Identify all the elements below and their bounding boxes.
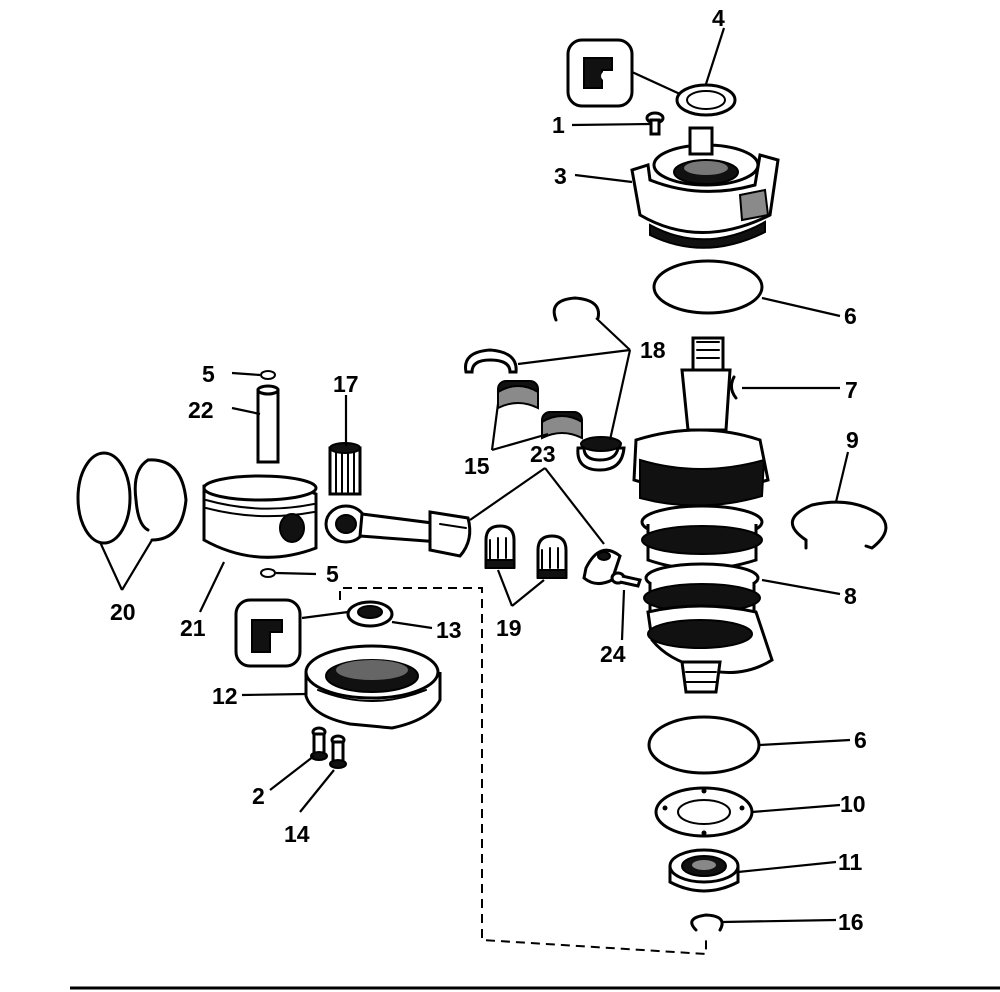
part-5-retainer-upper: [260, 370, 276, 380]
part-3-upper-bearing-housing: [630, 126, 780, 249]
callout-18: 18: [640, 337, 666, 363]
part-15-roller-cage-left: [497, 380, 539, 410]
part-20-piston-ring-left: [76, 451, 132, 545]
callout-10: 10: [840, 791, 866, 817]
callout-7: 7: [845, 377, 858, 403]
callout-19: 19: [496, 615, 522, 641]
part-19-roller-cage-left: [484, 524, 516, 569]
part-9-retaining-ring: [791, 500, 888, 550]
callout-6-upper: 6: [844, 303, 857, 329]
callout-22: 22: [188, 397, 214, 423]
assembly-dashed-line: [339, 587, 707, 956]
part-12-lower-bearing-housing: [304, 644, 442, 730]
part-18-retaining-ring: [552, 296, 601, 322]
callout-24: 24: [600, 641, 626, 667]
callout-14: 14: [284, 821, 310, 847]
part-18-bearing-half-left: [464, 348, 518, 374]
callout-21: 21: [180, 615, 206, 641]
part-17-needle-bearing: [328, 442, 362, 496]
callout-8: 8: [844, 583, 857, 609]
callout-20: 20: [110, 599, 136, 625]
callout-9: 9: [846, 427, 859, 453]
part-6-o-ring-lower: [647, 715, 761, 775]
callout-15: 15: [464, 453, 490, 479]
part-10-gasket: [654, 786, 754, 838]
part-7-key: [729, 375, 738, 400]
part-19-roller-cage-right: [536, 534, 568, 579]
part-8-crankshaft: [632, 336, 774, 694]
part-14-screw: [329, 734, 347, 769]
leader-lines: [99, 27, 851, 924]
callout-5-lower: 5: [326, 561, 339, 587]
callout-17: 17: [333, 371, 359, 397]
part-11-ball-bearing: [668, 848, 740, 893]
part-21-piston: [202, 474, 318, 559]
callout-2: 2: [252, 783, 265, 809]
part-13-seal: [346, 600, 394, 628]
part-1-screw: [645, 111, 665, 136]
part-4-seal: [675, 83, 737, 117]
callout-1: 1: [552, 112, 565, 138]
callout-13: 13: [436, 617, 462, 643]
part-18-bearing-half-right: [576, 436, 626, 472]
sealant-symbol-icon: [234, 598, 302, 668]
part-16-snap-ring: [690, 913, 724, 932]
part-5-retainer-lower: [260, 568, 276, 578]
callout-6-lower: 6: [854, 727, 867, 753]
part-2-screw: [310, 726, 328, 761]
callout-3: 3: [554, 163, 567, 189]
sealant-symbol-icon: [566, 38, 634, 108]
part-15-roller-cage-right: [541, 411, 583, 440]
callout-12: 12: [212, 683, 238, 709]
part-24-screw: [610, 571, 642, 588]
callout-4: 4: [712, 5, 725, 31]
callout-11: 11: [838, 849, 863, 875]
part-22-piston-pin: [256, 384, 280, 464]
callout-16: 16: [838, 909, 864, 935]
connecting-rod: [324, 504, 472, 558]
callout-23: 23: [530, 441, 556, 467]
part-20-piston-ring-right: [133, 458, 188, 542]
part-6-o-ring-upper: [652, 259, 764, 315]
callout-5-upper: 5: [202, 361, 215, 387]
